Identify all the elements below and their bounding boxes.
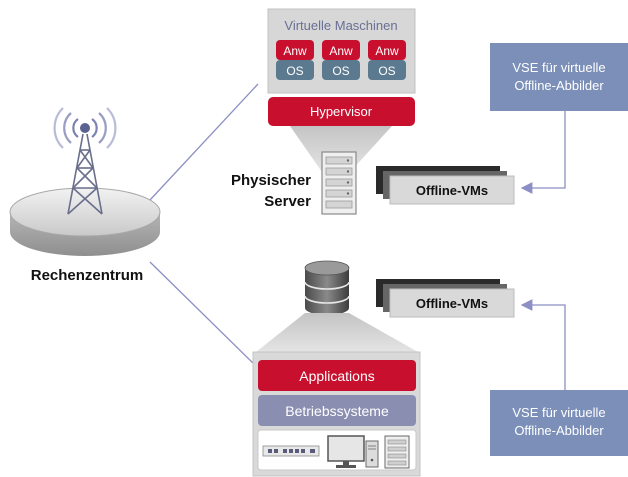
radio-tower-icon <box>53 107 117 215</box>
offline-vms-stack-top: Offline-VMs <box>376 166 515 205</box>
vm-group-title: Virtuelle Maschinen <box>284 18 397 33</box>
vse-box-bottom: VSE für virtuelle Offline-Abbilder <box>490 390 628 456</box>
vse-label-line1: VSE für virtuelle <box>512 60 605 75</box>
vm-app-label: Anw <box>329 44 353 58</box>
offline-vms-label: Offline-VMs <box>416 296 488 311</box>
vse-label-line2: Offline-Abbilder <box>514 78 604 93</box>
vse-bottom-connector-arrow <box>520 299 566 390</box>
vm-app-label: Anw <box>283 44 307 58</box>
vse-box-top: VSE für virtuelle Offline-Abbilder <box>490 43 628 111</box>
connector-datacenter-to-appstack <box>149 261 256 366</box>
rack-server-icon <box>321 151 357 215</box>
rack-server-icon <box>384 435 410 469</box>
physical-server-label-line2: Server <box>264 193 311 210</box>
connector-datacenter-to-vms <box>149 83 259 201</box>
hypervisor-box: Hypervisor <box>268 97 415 126</box>
monitor-icon <box>327 435 365 468</box>
vm-os-label: OS <box>332 64 349 78</box>
hardware-box <box>257 429 417 471</box>
vm-app-label: Anw <box>375 44 399 58</box>
app-stack-panel: Applications Betriebssysteme <box>252 351 421 477</box>
physical-server-label-line1: Physischer <box>231 172 311 189</box>
hypervisor-label: Hypervisor <box>310 104 373 119</box>
vse-label-line1: VSE für virtuelle <box>512 405 605 420</box>
offline-vms-stack-bottom: Offline-VMs <box>376 279 515 318</box>
datacenter-label: Rechenzentrum <box>31 267 144 284</box>
offline-vms-label: Offline-VMs <box>416 183 488 198</box>
applications-label: Applications <box>299 368 375 384</box>
vse-label-line2: Offline-Abbilder <box>514 423 604 438</box>
pc-tower-icon <box>365 440 379 468</box>
network-switch-icon <box>262 445 320 457</box>
vm-card: Anw OS <box>322 40 360 80</box>
vm-group-panel: Virtuelle Maschinen Anw OS Anw OS Anw OS <box>267 8 416 94</box>
datacenter-node: Rechenzentrum <box>9 107 161 284</box>
physical-server-funnel <box>290 126 392 172</box>
database-icon <box>304 260 350 315</box>
operating-systems-label: Betriebssysteme <box>285 403 389 419</box>
vm-card: Anw OS <box>276 40 314 80</box>
vm-os-label: OS <box>286 64 303 78</box>
vm-card: Anw OS <box>368 40 406 80</box>
operating-systems-box: Betriebssysteme <box>258 395 416 426</box>
vse-top-connector-arrow <box>520 111 566 194</box>
vm-os-label: OS <box>378 64 395 78</box>
app-stack-funnel <box>256 313 418 352</box>
applications-box: Applications <box>258 360 416 391</box>
